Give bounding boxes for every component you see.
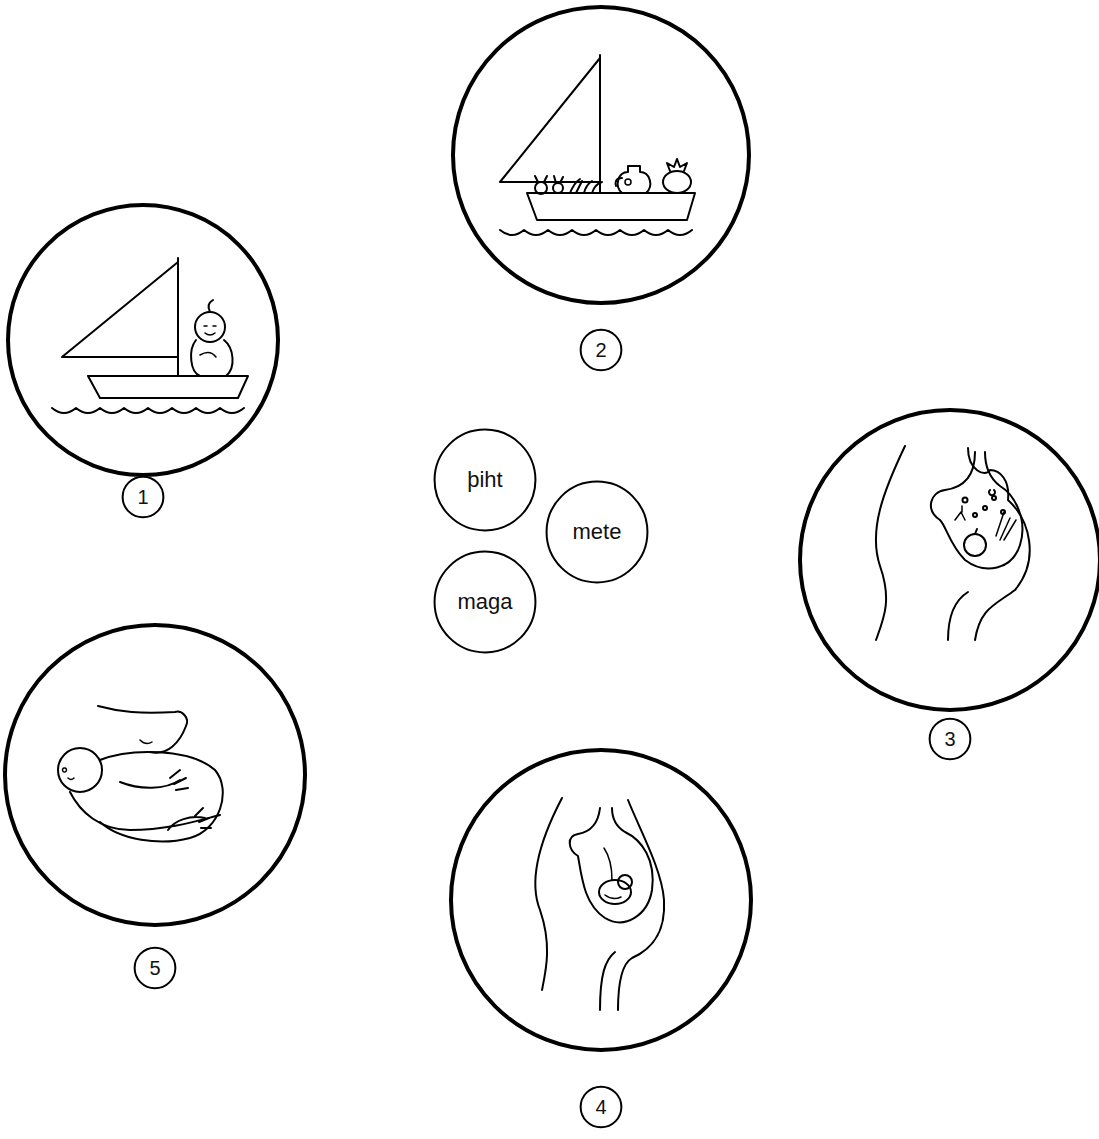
callout-number-text: 1: [137, 486, 148, 508]
stomach-with-fetus: [451, 750, 751, 1050]
callout-number: 2: [580, 329, 622, 371]
callout-number: 5: [134, 947, 176, 989]
word-label: maga: [457, 590, 512, 614]
callout-number: 1: [122, 476, 164, 518]
stomach-with-food: [800, 410, 1099, 710]
word-label: mete: [573, 520, 622, 544]
word-circle: þiht: [433, 428, 537, 532]
word-label: þiht: [467, 468, 502, 492]
text-group: 1: [137, 486, 148, 508]
text-group: 2: [595, 339, 606, 361]
mother-holding-baby: [5, 625, 305, 925]
text-group: þiht: [467, 468, 502, 492]
callout-number-text: 2: [595, 339, 606, 361]
callout-number: 3: [929, 718, 971, 760]
text-group: 4: [595, 1096, 606, 1118]
text-group: 5: [149, 957, 160, 979]
text-group: mete: [573, 520, 622, 544]
callout-number-text: 4: [595, 1096, 606, 1118]
callout-number-text: 5: [149, 957, 160, 979]
word-circle: maga: [433, 550, 537, 654]
text-group: 3: [944, 728, 955, 750]
text-group: maga: [457, 590, 512, 614]
boat-with-food: [453, 7, 749, 303]
callout-number: 4: [580, 1086, 622, 1128]
word-circle: mete: [545, 480, 649, 584]
callout-number-text: 3: [944, 728, 955, 750]
boat-with-baby: [8, 205, 278, 475]
